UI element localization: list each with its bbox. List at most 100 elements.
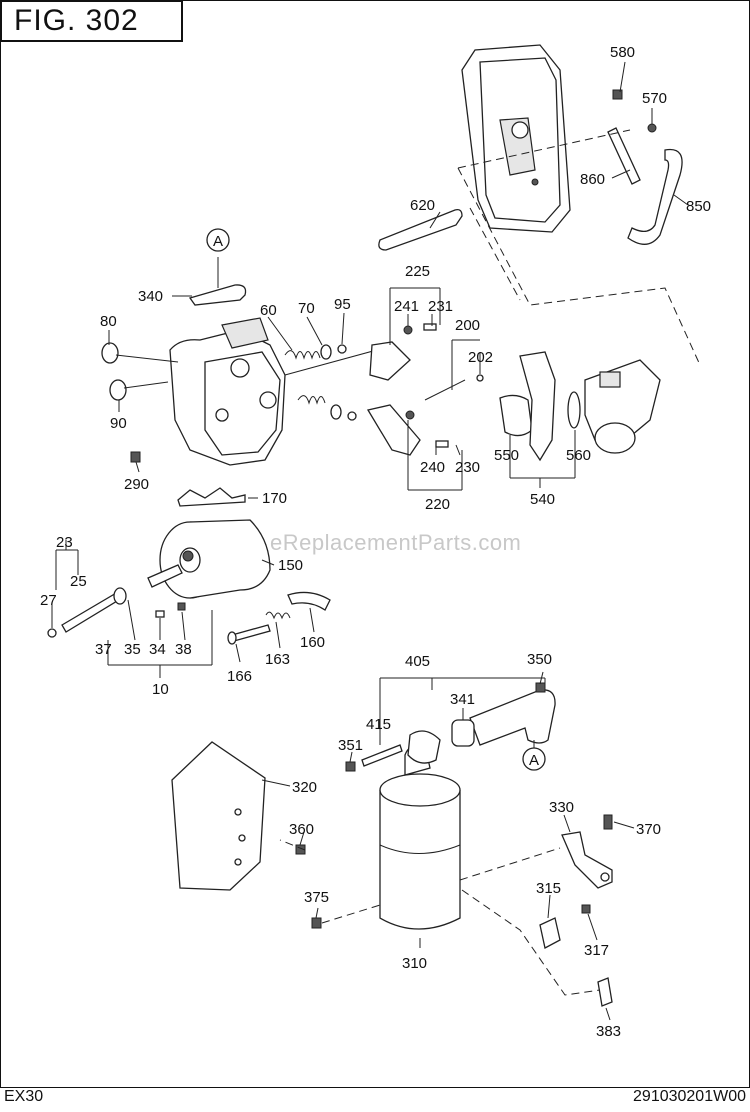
exhaust-pipe-405 (469, 689, 556, 746)
callout-35: 35 (124, 641, 141, 658)
figure-title: FIG. 302 (0, 0, 183, 42)
gasket-560 (567, 391, 581, 429)
bracket-330 (561, 831, 613, 889)
callout-37: 37 (95, 641, 112, 658)
ref-marker-a-top-label: A (213, 233, 223, 250)
spring-163 (265, 611, 291, 620)
cylinder-head (169, 317, 286, 466)
rocker-arm-220 (366, 404, 421, 456)
callout-160: 160 (300, 634, 325, 651)
callout-230: 230 (455, 459, 480, 476)
callout-341: 341 (450, 691, 475, 708)
callout-405: 405 (405, 653, 430, 670)
clip-27 (47, 628, 57, 638)
cam-gear-150 (159, 519, 271, 599)
air-cleaner-stay (607, 127, 641, 185)
bolt-580 (612, 89, 623, 100)
callout-150: 150 (278, 557, 303, 574)
callout-570: 570 (642, 90, 667, 107)
stud-415 (361, 744, 403, 767)
callout-415: 415 (366, 716, 391, 733)
gasket-340 (188, 284, 247, 306)
callout-231: 231 (428, 298, 453, 315)
callout-560: 560 (566, 447, 591, 464)
bolt-370 (603, 814, 613, 830)
callout-10: 10 (152, 681, 169, 698)
valve-80 (101, 342, 179, 364)
callout-23: 23 (56, 534, 73, 551)
callout-317: 317 (584, 942, 609, 959)
callout-290: 290 (124, 476, 149, 493)
callout-330: 330 (549, 799, 574, 816)
callout-241: 241 (394, 298, 419, 315)
governor-arm (147, 564, 183, 588)
model-label: EX30 (4, 1088, 44, 1105)
callout-60: 60 (260, 302, 277, 319)
rocker-arm-225 (369, 341, 411, 381)
callout-350: 350 (527, 651, 552, 668)
bolt-290 (130, 451, 141, 463)
callout-225: 225 (405, 263, 430, 280)
bolt-38 (177, 602, 186, 611)
callout-550: 550 (494, 447, 519, 464)
bracket-620 (378, 208, 463, 251)
callout-202: 202 (468, 349, 493, 366)
callout-540: 540 (530, 491, 555, 508)
callout-580: 580 (610, 44, 635, 61)
plate-383 (597, 977, 613, 1007)
pin-166 (231, 624, 271, 642)
drawing-code: 291030201W00 (633, 1088, 746, 1105)
callout-850: 850 (686, 198, 711, 215)
insulator-540 (519, 351, 556, 462)
callout-375: 375 (304, 889, 329, 906)
gasket-341 (451, 719, 475, 747)
valve-springs (284, 344, 342, 420)
callout-860: 860 (580, 171, 605, 188)
callout-620: 620 (410, 197, 435, 214)
bolt-375 (311, 917, 322, 929)
callout-351: 351 (338, 737, 363, 754)
ref-marker-a-top (206, 228, 230, 252)
pin-34 (155, 610, 165, 618)
callout-95: 95 (334, 296, 351, 313)
callout-340: 340 (138, 288, 163, 305)
watermark: eReplacementParts.com (270, 530, 522, 555)
muffler-310 (379, 743, 461, 930)
callout-80: 80 (100, 313, 117, 330)
callout-310: 310 (402, 955, 427, 972)
callout-200: 200 (455, 317, 480, 334)
callout-240: 240 (420, 459, 445, 476)
callout-70: 70 (298, 300, 315, 317)
cover-160 (287, 591, 331, 611)
shaft-25 (61, 591, 123, 633)
bolt-317 (581, 904, 591, 914)
callout-170: 170 (262, 490, 287, 507)
callout-320: 320 (292, 779, 317, 796)
carburetor (584, 359, 661, 454)
callout-360: 360 (289, 821, 314, 838)
gasket-exhaust (407, 730, 441, 764)
camshaft-170 (177, 487, 246, 507)
nut-570 (647, 123, 657, 133)
bolt-350 (535, 682, 546, 693)
callout-27: 27 (40, 592, 57, 609)
valve-90 (109, 379, 169, 401)
callout-220: 220 (425, 496, 450, 513)
callout-383: 383 (596, 1023, 621, 1040)
callout-25: 25 (70, 573, 87, 590)
nut-351 (345, 761, 356, 772)
callout-34: 34 (149, 641, 166, 658)
clamp-315 (539, 917, 561, 949)
callout-38: 38 (175, 641, 192, 658)
callout-90: 90 (110, 415, 127, 432)
gasket-550 (499, 394, 533, 437)
callout-166: 166 (227, 668, 252, 685)
callout-315: 315 (536, 880, 561, 897)
air-cleaner-case (461, 44, 571, 233)
muffler-cover-320 (171, 741, 266, 891)
ref-marker-a-bottom-label: A (529, 752, 539, 769)
callout-163: 163 (265, 651, 290, 668)
breather-tube (627, 148, 683, 245)
callout-370: 370 (636, 821, 661, 838)
